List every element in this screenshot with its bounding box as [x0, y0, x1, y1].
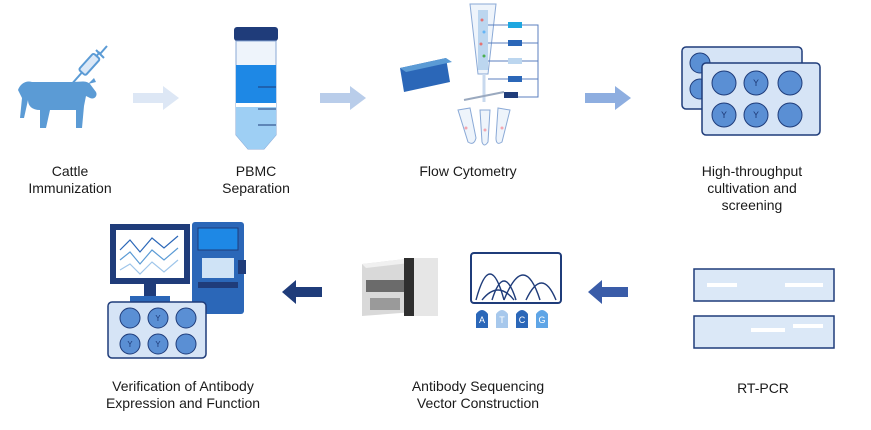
centrifuge-tube-icon	[234, 27, 278, 150]
svg-text:Y: Y	[752, 79, 759, 89]
base-badges	[476, 310, 548, 328]
gel-bands-icon	[693, 268, 835, 349]
step-pbmc-label: PBMC Separation	[222, 163, 290, 196]
analyzer-monitor-icon: Y Y Y	[107, 222, 246, 359]
arrow-left-icon	[588, 280, 628, 304]
flow-cytometer-icon	[400, 3, 539, 146]
svg-text:Y: Y	[155, 314, 161, 323]
arrow-right-icon	[585, 86, 631, 110]
sequencer-icon	[362, 258, 438, 316]
well-plate-icon: Y Y Y	[681, 46, 821, 136]
step-rtpcr-label: RT-PCR	[737, 380, 789, 396]
arrow-left-icon	[282, 280, 322, 304]
svg-text:Y: Y	[155, 340, 161, 349]
step-verification-label: Verification of Antibody Expression and …	[105, 378, 261, 411]
cattle-syringe-icon	[18, 45, 108, 128]
step-cattle-label: Cattle Immunization	[28, 163, 112, 196]
arrow-right-icon	[320, 86, 366, 110]
svg-text:Y: Y	[720, 111, 727, 121]
svg-text:Y: Y	[127, 340, 133, 349]
base-label-a: A	[478, 315, 485, 325]
arrow-right-icon	[133, 86, 179, 110]
step-htp-label: High-throughput cultivation and screenin…	[701, 163, 803, 213]
base-label-t: T	[499, 315, 505, 325]
chromatogram-icon	[470, 252, 562, 328]
svg-text:Y: Y	[752, 111, 759, 121]
step-flow-label: Flow Cytometry	[419, 163, 517, 179]
step-sequencing-label: Antibody Sequencing Vector Construction	[411, 378, 545, 411]
base-label-g: G	[538, 315, 546, 325]
base-label-c: C	[518, 315, 526, 325]
